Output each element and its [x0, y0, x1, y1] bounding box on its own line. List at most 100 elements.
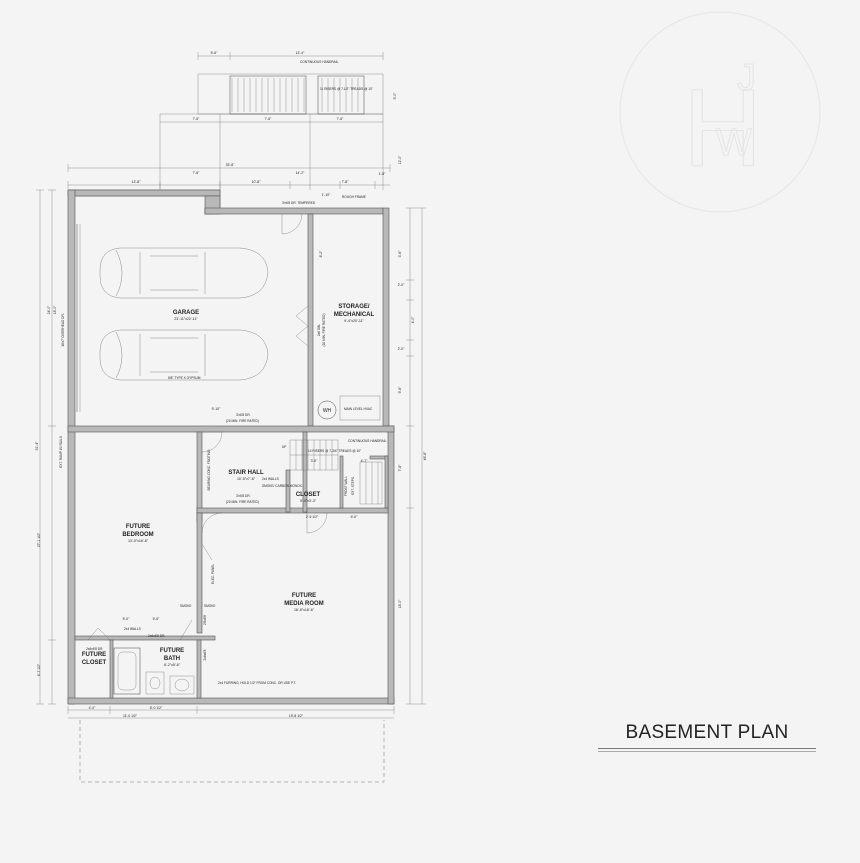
- hall-closet-size: 5'-0"x3'-3": [300, 499, 317, 503]
- note-door-tempered: 3'x6'8 DR. TEMPERED: [282, 201, 316, 205]
- dim-hall-5: 6'-0": [351, 515, 359, 519]
- hjw-logo-watermark: H J W: [619, 11, 821, 213]
- note-up: UP: [282, 445, 286, 449]
- dim-right-8: 46'-8": [423, 451, 427, 460]
- dim-left-4: 6'-7 1/2": [37, 663, 41, 676]
- title-underline-secondary: [598, 751, 816, 752]
- dim-right-7: 18'-0": [398, 599, 402, 608]
- exterior-stair-treads: [229, 75, 365, 115]
- dim-overall-width: 33'-8": [226, 163, 235, 167]
- dim-top-4: 7'-6": [265, 117, 273, 121]
- bedroom-label-1: FUTURE: [126, 524, 150, 530]
- media-label-1: FUTURE: [292, 593, 316, 599]
- garage-label: GARAGE: [173, 310, 199, 316]
- title-underline: [598, 748, 816, 749]
- dim-right-3: 4'-0": [411, 316, 415, 324]
- dim-top-3: 7'-6": [193, 117, 201, 121]
- note-walls-2x4: 2x4 WALLS: [262, 477, 279, 481]
- note-fire-rated-a: (20 MIN. FIRE RATED): [322, 314, 326, 347]
- storage-label-1: STORAGE/: [338, 304, 370, 310]
- hall-doors: [201, 431, 328, 534]
- dim-right-5: 9'-6": [398, 386, 402, 394]
- stair-hall-size: 10'-5"x7'-8": [237, 477, 256, 481]
- water-heater-label: WH: [323, 408, 332, 414]
- dim-top-5: 7'-6": [337, 117, 345, 121]
- dim-stor-2: 8'-2": [319, 250, 323, 258]
- media-size: 18'-8"x18'-6": [294, 608, 315, 612]
- dim-hall-2: 3'-0": [311, 459, 319, 463]
- note-side-wall-b: EXT. STEPS: [351, 477, 355, 495]
- note-door-3068b: 3'x6'8 DR.: [236, 494, 251, 498]
- dim-right-6: 7'-8": [398, 464, 402, 472]
- toilet: [169, 675, 195, 695]
- bath-vanity: [145, 671, 165, 695]
- note-stor-door: 2x6 DBL: [317, 324, 321, 336]
- dim-left-3: 27'-1 1/2": [37, 532, 41, 547]
- dim-bot-4: 19'-8 1/2": [289, 714, 304, 718]
- dim-left-1: 24'-0": [47, 305, 51, 314]
- note-smoke-2: SMOKE: [204, 604, 216, 608]
- bathtub: [113, 647, 141, 695]
- exterior-stair-area: CONTINUOUS HANDRAIL 11 RISERS @ 7-1/2" T…: [159, 60, 384, 190]
- storage-double-door: 2x6 DBL (20 MIN. FIRE RATED): [295, 305, 326, 347]
- note-fire-rated-c: (20 MIN. FIRE RATED): [226, 500, 259, 504]
- future-closet-label-2: CLOSET: [82, 660, 107, 666]
- bedroom-door: [201, 543, 213, 561]
- stair-hall-label: STAIR HALL: [228, 470, 264, 476]
- garage-size: 23'-11"x22'-11": [174, 317, 198, 321]
- note-door-2668c: 2x6x6'8 DR.: [86, 647, 103, 651]
- dim-right-2: 2'-0": [398, 283, 406, 287]
- garage-top-door: 3'x6'8 DR. TEMPERED ROUGH FRAME: [281, 195, 366, 235]
- interior-dimensions: 9'-10" 3'-0" 4'-7" 2'-5 1/2" 6'-0" 1'-10…: [123, 193, 369, 621]
- note-bearing: BEARING CONC. FOOTING: [207, 449, 211, 490]
- note-fire-rated-b: (20 MIN. FIRE RATED): [226, 419, 259, 423]
- interior-walls: [74, 431, 389, 699]
- note-walls-2x4b: 2x4 WALLS: [124, 627, 141, 631]
- dim-top-2: 13'-4": [296, 51, 305, 55]
- dim-stor-1: 1'-10": [322, 193, 331, 197]
- dim-seg-4: 14'-2": [296, 171, 305, 175]
- exterior-walls: [67, 189, 395, 705]
- dim-bot-2: 11'-0 1/2": [123, 714, 138, 718]
- drawing-title: BASEMENT PLAN: [625, 722, 789, 743]
- hall-closet-label: CLOSET: [296, 492, 321, 498]
- bottom-dimensions: 4'-0" 11'-0 1/2" 8'-0 1/2" 19'-8 1/2": [67, 706, 395, 719]
- note-rough-frame: ROUGH FRAME: [342, 195, 366, 199]
- logo-letter-w: W: [716, 122, 752, 164]
- hvac-unit: MAIN LEVEL HVAC: [339, 395, 381, 421]
- dim-seg-5: 7'-8": [342, 180, 350, 184]
- side-hatch-zone: FROST WALL EXT. STEPS: [344, 461, 383, 505]
- drawing-title-block: BASEMENT PLAN: [598, 718, 816, 752]
- note-risers-top: 11 RISERS @ 7-1/2" TREADS @ 10": [320, 87, 373, 91]
- bedroom-label-2: BEDROOM: [122, 532, 153, 538]
- car-top: [99, 247, 269, 299]
- dim-seg-1: 13'-8": [132, 180, 141, 184]
- dim-bath-1: 5'-0": [123, 617, 131, 621]
- dim-seg-3: 10'-8": [252, 180, 261, 184]
- logo-letter-j: J: [737, 57, 756, 99]
- logo-letter-h: H: [683, 67, 762, 190]
- note-smoke-1: SMOKE: [180, 604, 192, 608]
- bath-label-1: FUTURE: [160, 648, 184, 654]
- note-door-2668b: 2x6x6'8 DR.: [148, 634, 165, 638]
- water-heater: WH: [317, 400, 337, 420]
- dim-bath-2: 5'-6": [153, 617, 161, 621]
- dim-right-9: 12'-0": [398, 155, 402, 164]
- hvac-label: MAIN LEVEL HVAC: [344, 407, 373, 411]
- car-bottom: [99, 329, 269, 381]
- note-cont-handrail-mid: CONTINUOUS HANDRAIL: [348, 439, 387, 443]
- dim-hall-3: 4'-7": [361, 459, 369, 463]
- dim-hall-1: 9'-10": [212, 407, 221, 411]
- dim-right-10: 5'-0": [393, 92, 397, 100]
- dim-left-5: 51'-4": [35, 441, 39, 450]
- note-elec-panel: ELEC. PANEL: [211, 564, 215, 585]
- exterior-slab-dashed: [79, 720, 385, 783]
- dim-top-1: 5'-6": [211, 51, 219, 55]
- dim-hall-4: 2'-5 1/2": [306, 515, 319, 519]
- interior-stairs: UP 14 RISERS @ 7-3/4" TREADS @ 10" CONTI…: [282, 439, 387, 471]
- note-furring: 2x4 FURRING, HOLD 1/2" FROM CONC. OR USE…: [218, 681, 296, 685]
- media-label-2: MEDIA ROOM: [284, 601, 323, 607]
- left-dimensions: 51'-4" 24'-0" 18'-0" 27'-1 1/2" 6'-7 1/2…: [35, 189, 57, 705]
- overhead-door: 16'x7' OVERHEAD DR.: [61, 224, 81, 412]
- bedroom-size: 13'-0"x16'-8": [128, 539, 149, 543]
